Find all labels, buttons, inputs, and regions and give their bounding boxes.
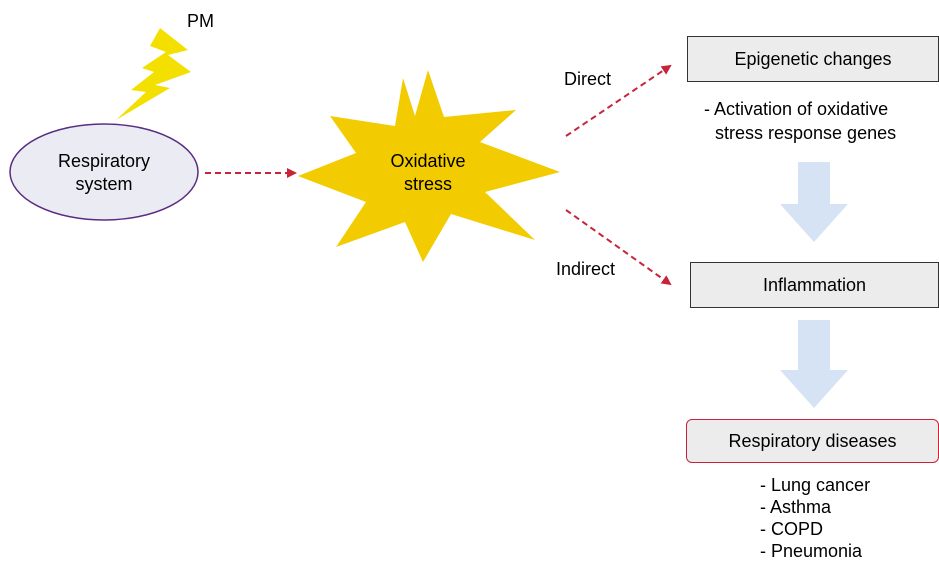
respiratory-system-line-1: Respiratory	[57, 151, 151, 171]
epigenetic-note-line-1: - Activation of oxidative	[704, 99, 889, 119]
oxidative-stress-line-1: Oxidative	[390, 151, 466, 171]
epigenetic-changes-label: Epigenetic changes	[734, 48, 892, 69]
oxidative-stress-starburst	[298, 70, 560, 262]
arrow-indirect	[565, 209, 672, 286]
inflammation-box: Inflammation	[690, 262, 939, 308]
indirect-label: Indirect	[556, 259, 616, 279]
list-item: - COPD	[760, 519, 823, 539]
epigenetic-changes-box: Epigenetic changes	[687, 36, 939, 82]
pm-label: PM	[187, 11, 214, 31]
epigenetic-note-line-2: stress response genes	[715, 123, 897, 143]
arrow-direct	[565, 64, 672, 137]
respiratory-system-ellipse	[9, 123, 199, 221]
respiratory-diseases-box: Respiratory diseases	[686, 419, 939, 463]
disease-list: - Lung cancer - Asthma - COPD - Pneumoni…	[760, 474, 870, 562]
respiratory-diseases-label: Respiratory diseases	[728, 430, 897, 451]
respiratory-system-label: Respiratory system	[44, 150, 164, 196]
list-item: - Pneumonia	[760, 541, 863, 561]
epigenetic-notes: - Activation of oxidative stress respons…	[704, 97, 896, 145]
respiratory-system-line-2: system	[75, 174, 133, 194]
block-arrow-to-diseases	[780, 320, 848, 408]
lightning-bolt-icon	[116, 28, 191, 120]
list-item: - Asthma	[760, 497, 832, 517]
inflammation-label: Inflammation	[762, 274, 867, 295]
oxidative-stress-line-2: stress	[403, 174, 452, 194]
oxidative-stress-label: Oxidative stress	[378, 150, 478, 196]
direct-label: Direct	[564, 69, 612, 89]
block-arrow-to-inflammation	[780, 162, 848, 242]
list-item: - Lung cancer	[760, 475, 871, 495]
